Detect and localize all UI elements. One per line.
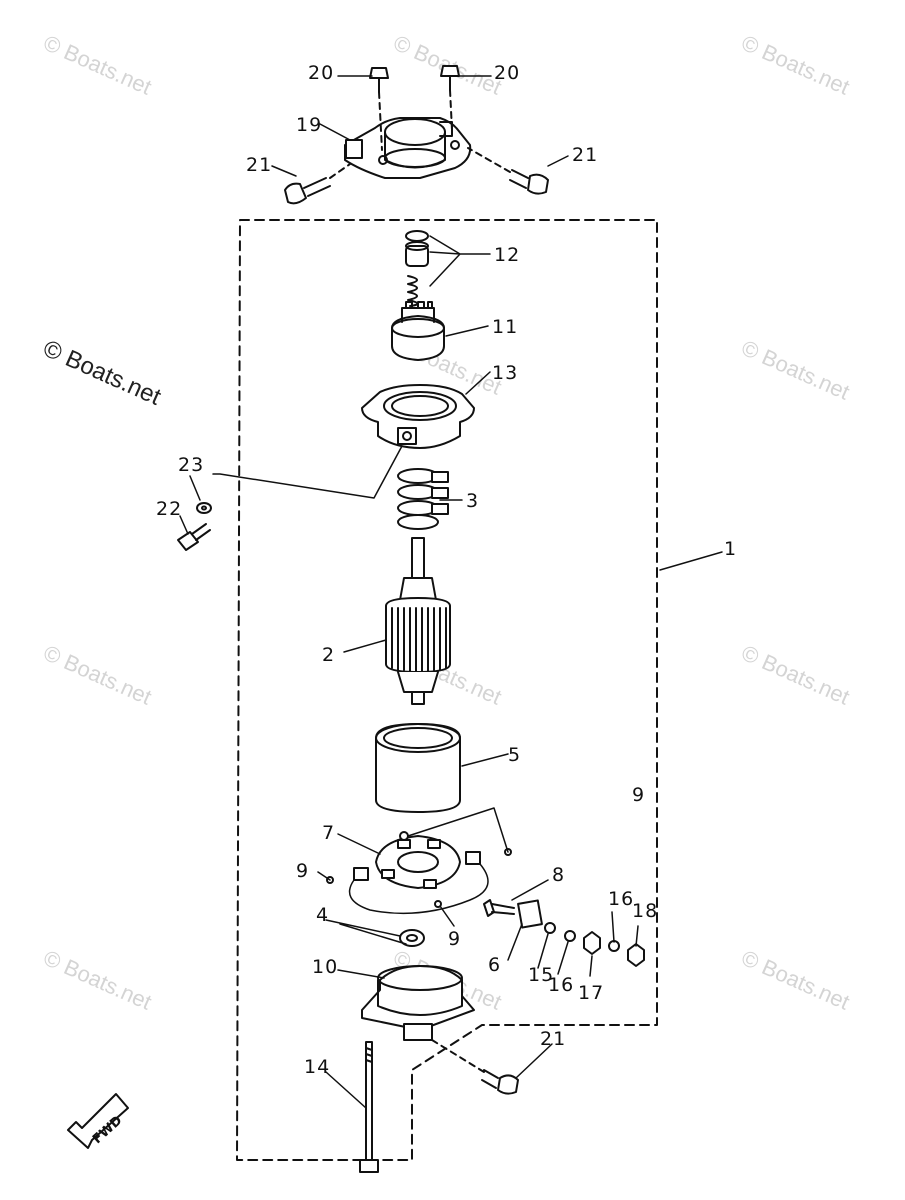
callout-15: 15: [528, 964, 555, 986]
callout-10: 10: [312, 956, 339, 978]
part-22-bolt: [177, 523, 211, 551]
callout-14: 14: [304, 1056, 331, 1078]
callout-21: 21: [572, 144, 599, 166]
brush-lead-wire: [348, 863, 489, 915]
brush: [465, 851, 481, 865]
part-20-bolt-left: [369, 67, 389, 151]
leader-lines: [179, 75, 723, 1109]
part-3-spring-set: [397, 468, 449, 530]
callout-23: 23: [178, 454, 205, 476]
callout-16: 16: [548, 974, 575, 996]
part-4-washer-hole: [406, 934, 418, 942]
callout-17: 17: [578, 982, 605, 1004]
callout-22: 22: [156, 498, 183, 520]
callout-19: 19: [296, 114, 323, 136]
part-21-bolt-left: [284, 163, 351, 205]
callout-9: 9: [296, 860, 310, 882]
part-2-armature: [385, 537, 451, 705]
part-11-pinion-gear: [391, 301, 445, 361]
callout-1: 1: [724, 538, 738, 560]
callout-21: 21: [246, 154, 273, 176]
brush: [353, 867, 369, 881]
callout-7: 7: [322, 822, 336, 844]
part-12-clip-collar-spring: [405, 230, 429, 307]
callout-21: 21: [540, 1028, 567, 1050]
part-7-brush-holder: [375, 835, 461, 889]
part-10-rear-cover: [361, 965, 475, 1041]
callout-20: 20: [494, 62, 521, 84]
part-21-bolt-right: [467, 147, 549, 195]
assembly-boundary-dashed: [236, 219, 658, 1161]
callout-9: 9: [632, 784, 646, 806]
callout-16: 16: [608, 888, 635, 910]
part-18-nut: [627, 943, 645, 967]
callout-12: 12: [494, 244, 521, 266]
callout-5: 5: [508, 744, 522, 766]
part-8-terminal-bolt: [483, 899, 515, 917]
part-13-front-cover: [361, 384, 475, 449]
callout-6: 6: [488, 954, 502, 976]
callout-13: 13: [492, 362, 519, 384]
callout-11: 11: [492, 316, 519, 338]
callout-20: 20: [308, 62, 335, 84]
callout-3: 3: [466, 490, 480, 512]
part-6-plate: [517, 899, 543, 929]
callout-4: 4: [316, 904, 330, 926]
part-23-washer: [196, 502, 212, 514]
part-14-through-bolt: [359, 1041, 379, 1173]
callout-18: 18: [632, 900, 659, 922]
part-16-washer: [564, 930, 576, 942]
callout-2: 2: [322, 644, 336, 666]
callout-9: 9: [448, 928, 462, 950]
part-4-washer: [399, 929, 425, 947]
part-5-yoke: [375, 723, 461, 813]
callout-8: 8: [552, 864, 566, 886]
part-9-screw: [399, 831, 409, 841]
fwd-arrow-icon: [67, 1093, 129, 1149]
part-19-bracket: [344, 117, 472, 179]
part-21-bolt-bottom: [431, 1039, 519, 1095]
part-17-nut: [583, 931, 601, 955]
part-15-washer: [544, 922, 556, 934]
